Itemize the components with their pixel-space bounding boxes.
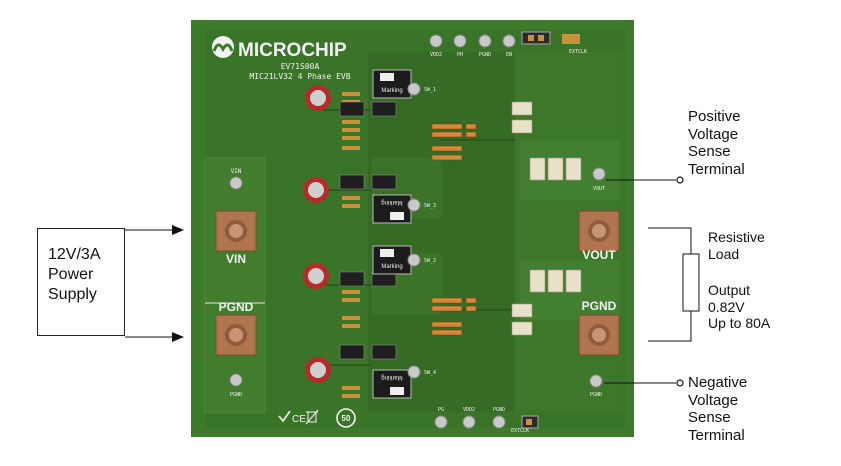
power-supply-text: 12V/3A Power Supply xyxy=(48,245,100,305)
input-capacitors xyxy=(303,85,331,383)
negative-sense-line-2: Voltage xyxy=(688,391,739,409)
pgnd-left-terminal xyxy=(215,314,257,356)
vin-small-label: VIN xyxy=(231,168,242,175)
pgnd-left-test-point xyxy=(229,373,243,387)
positive-sense-line-3: Sense xyxy=(688,143,731,161)
fifty-year-mark xyxy=(336,408,356,428)
top-extclk-connector xyxy=(521,31,580,45)
pgnd-right-label: PGND xyxy=(582,299,617,313)
tp-label-pgnd-bottom: PGND xyxy=(493,407,505,413)
resistive-load-line-1: Resistive xyxy=(708,229,765,245)
vout-test-point xyxy=(592,167,606,181)
extclk-label-bottom: EXTCLK xyxy=(511,428,529,434)
vout-label: VOUT xyxy=(582,248,616,262)
psu-line-2: Power xyxy=(48,266,94,283)
sw4-label: SW_4 xyxy=(424,370,436,376)
model-text: EV71S00A xyxy=(281,62,320,71)
pgnd-right-terminal xyxy=(578,314,620,356)
microchip-logo xyxy=(212,36,234,58)
smd-components-left xyxy=(342,92,360,398)
tp-label-ph: PH xyxy=(457,52,463,58)
negative-sense-lead xyxy=(604,379,684,387)
psu-line-3: Supply xyxy=(48,286,97,303)
pgnd-right-small-label: PGND xyxy=(590,392,602,398)
negative-sense-line-3: Sense xyxy=(688,409,731,427)
output-spec-line-3: Up to 80A xyxy=(708,315,771,332)
resistive-load-line-2: Load xyxy=(708,245,740,262)
top-test-points xyxy=(429,34,516,48)
power-supply-box: 12V/3A Power Supply xyxy=(37,228,125,336)
vin-test-point xyxy=(229,176,243,190)
output-caps-beige xyxy=(511,101,582,336)
positive-sense-line-4: Terminal xyxy=(688,161,745,179)
psu-line-1: 12V/3A xyxy=(48,246,101,263)
vout-terminal xyxy=(578,210,620,252)
ce-mark: CE xyxy=(292,414,306,425)
vout-small-label: VOUT xyxy=(593,186,605,192)
bottom-test-points xyxy=(434,415,506,429)
recycle-bin-icon xyxy=(305,409,319,425)
positive-sense-line-1: Positive xyxy=(688,108,741,125)
sw-test-points xyxy=(407,82,421,379)
sw2-label: SW_2 xyxy=(424,258,436,264)
inductor-1 xyxy=(372,69,412,99)
negative-sense-line-1: Negative xyxy=(688,374,748,391)
resistive-load-label: Resistive Load xyxy=(708,229,765,262)
subtitle-text: MIC21LV32 4 Phase EVB xyxy=(249,72,350,81)
tp-label-pg: PG xyxy=(438,407,444,413)
output-spec-line-1: Output xyxy=(708,282,751,298)
tp-label-en: EN xyxy=(506,52,512,58)
resistive-load-wiring xyxy=(648,227,692,342)
negative-sense-line-4: Terminal xyxy=(688,427,745,445)
inductor-4 xyxy=(372,369,412,399)
ceramic-caps xyxy=(431,123,477,336)
extclk-label-top: EXTCLK xyxy=(569,49,587,55)
tp-label-vdd2-top: VDD2 xyxy=(430,52,442,58)
mosfets xyxy=(339,101,397,360)
pgnd-right-test-point xyxy=(589,374,603,388)
inductor-1-marking: Marking xyxy=(381,88,402,94)
check-mark-icon xyxy=(278,410,291,423)
vin-terminal xyxy=(215,210,257,252)
psu-positive-arrow xyxy=(125,225,184,235)
tp-label-pgnd-top: PGND xyxy=(479,52,491,58)
tp-label-vdd2-bottom: VDD2 xyxy=(463,407,475,413)
pgnd-left-label: PGND xyxy=(219,300,254,314)
fifty-year-text: 50 xyxy=(342,414,351,423)
vin-label: VIN xyxy=(226,252,246,266)
pgnd-left-small-label: PGND xyxy=(230,392,242,398)
sw3-label: SW_3 xyxy=(424,203,436,209)
bottom-extclk-connector xyxy=(521,415,539,429)
inductor-3 xyxy=(372,245,412,275)
inductor-2-marking: Marking xyxy=(381,199,402,205)
resistive-load-resistor xyxy=(682,253,700,312)
psu-negative-arrow xyxy=(125,332,184,342)
positive-sense-line-2: Voltage xyxy=(688,125,739,143)
negative-sense-label: Negative Voltage Sense Terminal xyxy=(688,374,747,445)
positive-sense-lead xyxy=(606,176,684,184)
output-spec-line-2: 0.82V xyxy=(708,298,745,315)
sw1-label: SW_1 xyxy=(424,87,436,93)
output-spec-label: Output 0.82V Up to 80A xyxy=(708,282,770,332)
brand-text: MICROCHIP xyxy=(238,40,347,61)
positive-sense-label: Positive Voltage Sense Terminal xyxy=(688,108,745,179)
inductor-3-marking: Marking xyxy=(381,264,402,270)
inductor-4-marking: Marking xyxy=(381,374,402,380)
